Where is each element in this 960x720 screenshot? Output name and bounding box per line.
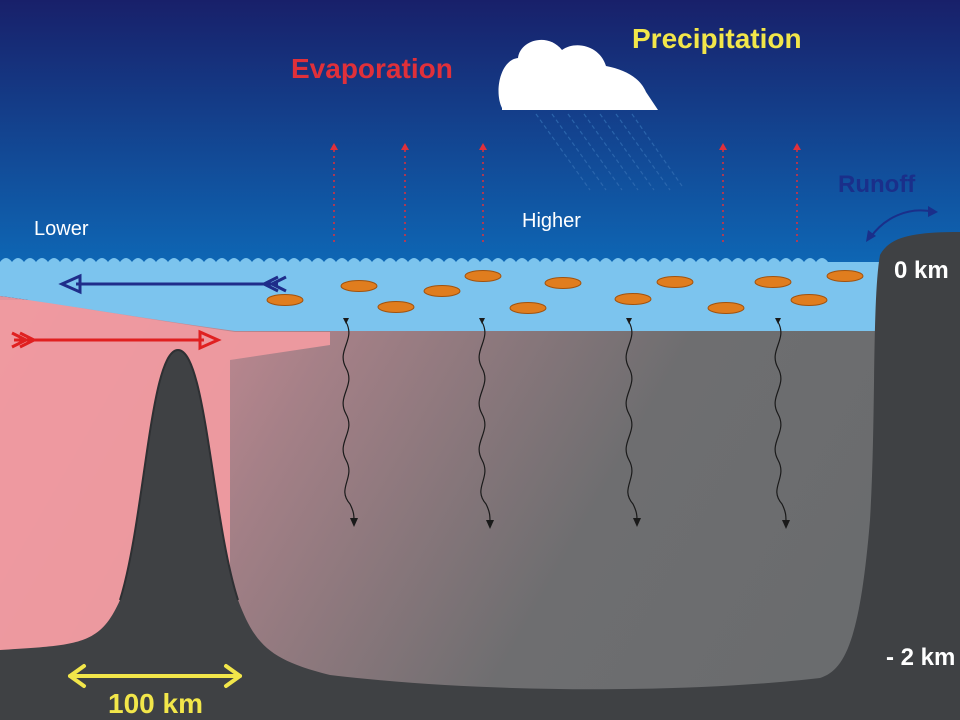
plankton <box>656 276 694 288</box>
runoff-arrow <box>869 209 935 239</box>
plankton <box>423 285 461 297</box>
evaporation-arrows <box>333 148 798 242</box>
basin-floor <box>0 232 960 720</box>
sinking-path <box>342 321 355 521</box>
sky-background <box>0 0 960 262</box>
plankton <box>826 270 864 282</box>
runoff-arrowhead <box>866 230 876 242</box>
sill <box>119 348 239 601</box>
plankton-particles <box>266 270 864 314</box>
double-arrow-icon <box>68 664 242 688</box>
surface-depth-label: 0 km <box>894 257 949 284</box>
inflow-arrow <box>11 329 222 351</box>
sinking-path <box>625 321 638 521</box>
plankton <box>544 277 582 289</box>
plankton <box>790 294 828 306</box>
bottom-depth-label: - 2 km <box>886 644 955 671</box>
evaporation-arrowheads <box>330 143 801 150</box>
runoff-arrow-tail <box>928 206 938 217</box>
higher-salinity-label: Higher <box>522 210 581 232</box>
plankton <box>377 301 415 313</box>
outflow-arrow <box>58 273 287 295</box>
sinking-particle-paths <box>342 321 787 523</box>
scale-label: 100 km <box>108 688 203 719</box>
plankton <box>614 293 652 305</box>
plankton <box>754 276 792 288</box>
plankton <box>340 280 378 292</box>
water-surface-waves <box>0 258 960 270</box>
precipitation-label: Precipitation <box>632 23 802 54</box>
sinking-path <box>478 321 491 523</box>
plankton <box>464 270 502 282</box>
surface-water-layer <box>0 262 960 331</box>
precipitation-streaks <box>535 113 683 191</box>
plankton <box>707 302 745 314</box>
lower-salinity-label: Lower <box>34 218 89 240</box>
cloud-icon <box>498 39 658 110</box>
sinking-path <box>774 321 787 523</box>
plankton <box>509 302 547 314</box>
sinking-arrowheads <box>343 318 790 529</box>
evaporation-label: Evaporation <box>291 53 453 84</box>
plankton <box>266 294 304 306</box>
runoff-label: Runoff <box>838 171 916 198</box>
